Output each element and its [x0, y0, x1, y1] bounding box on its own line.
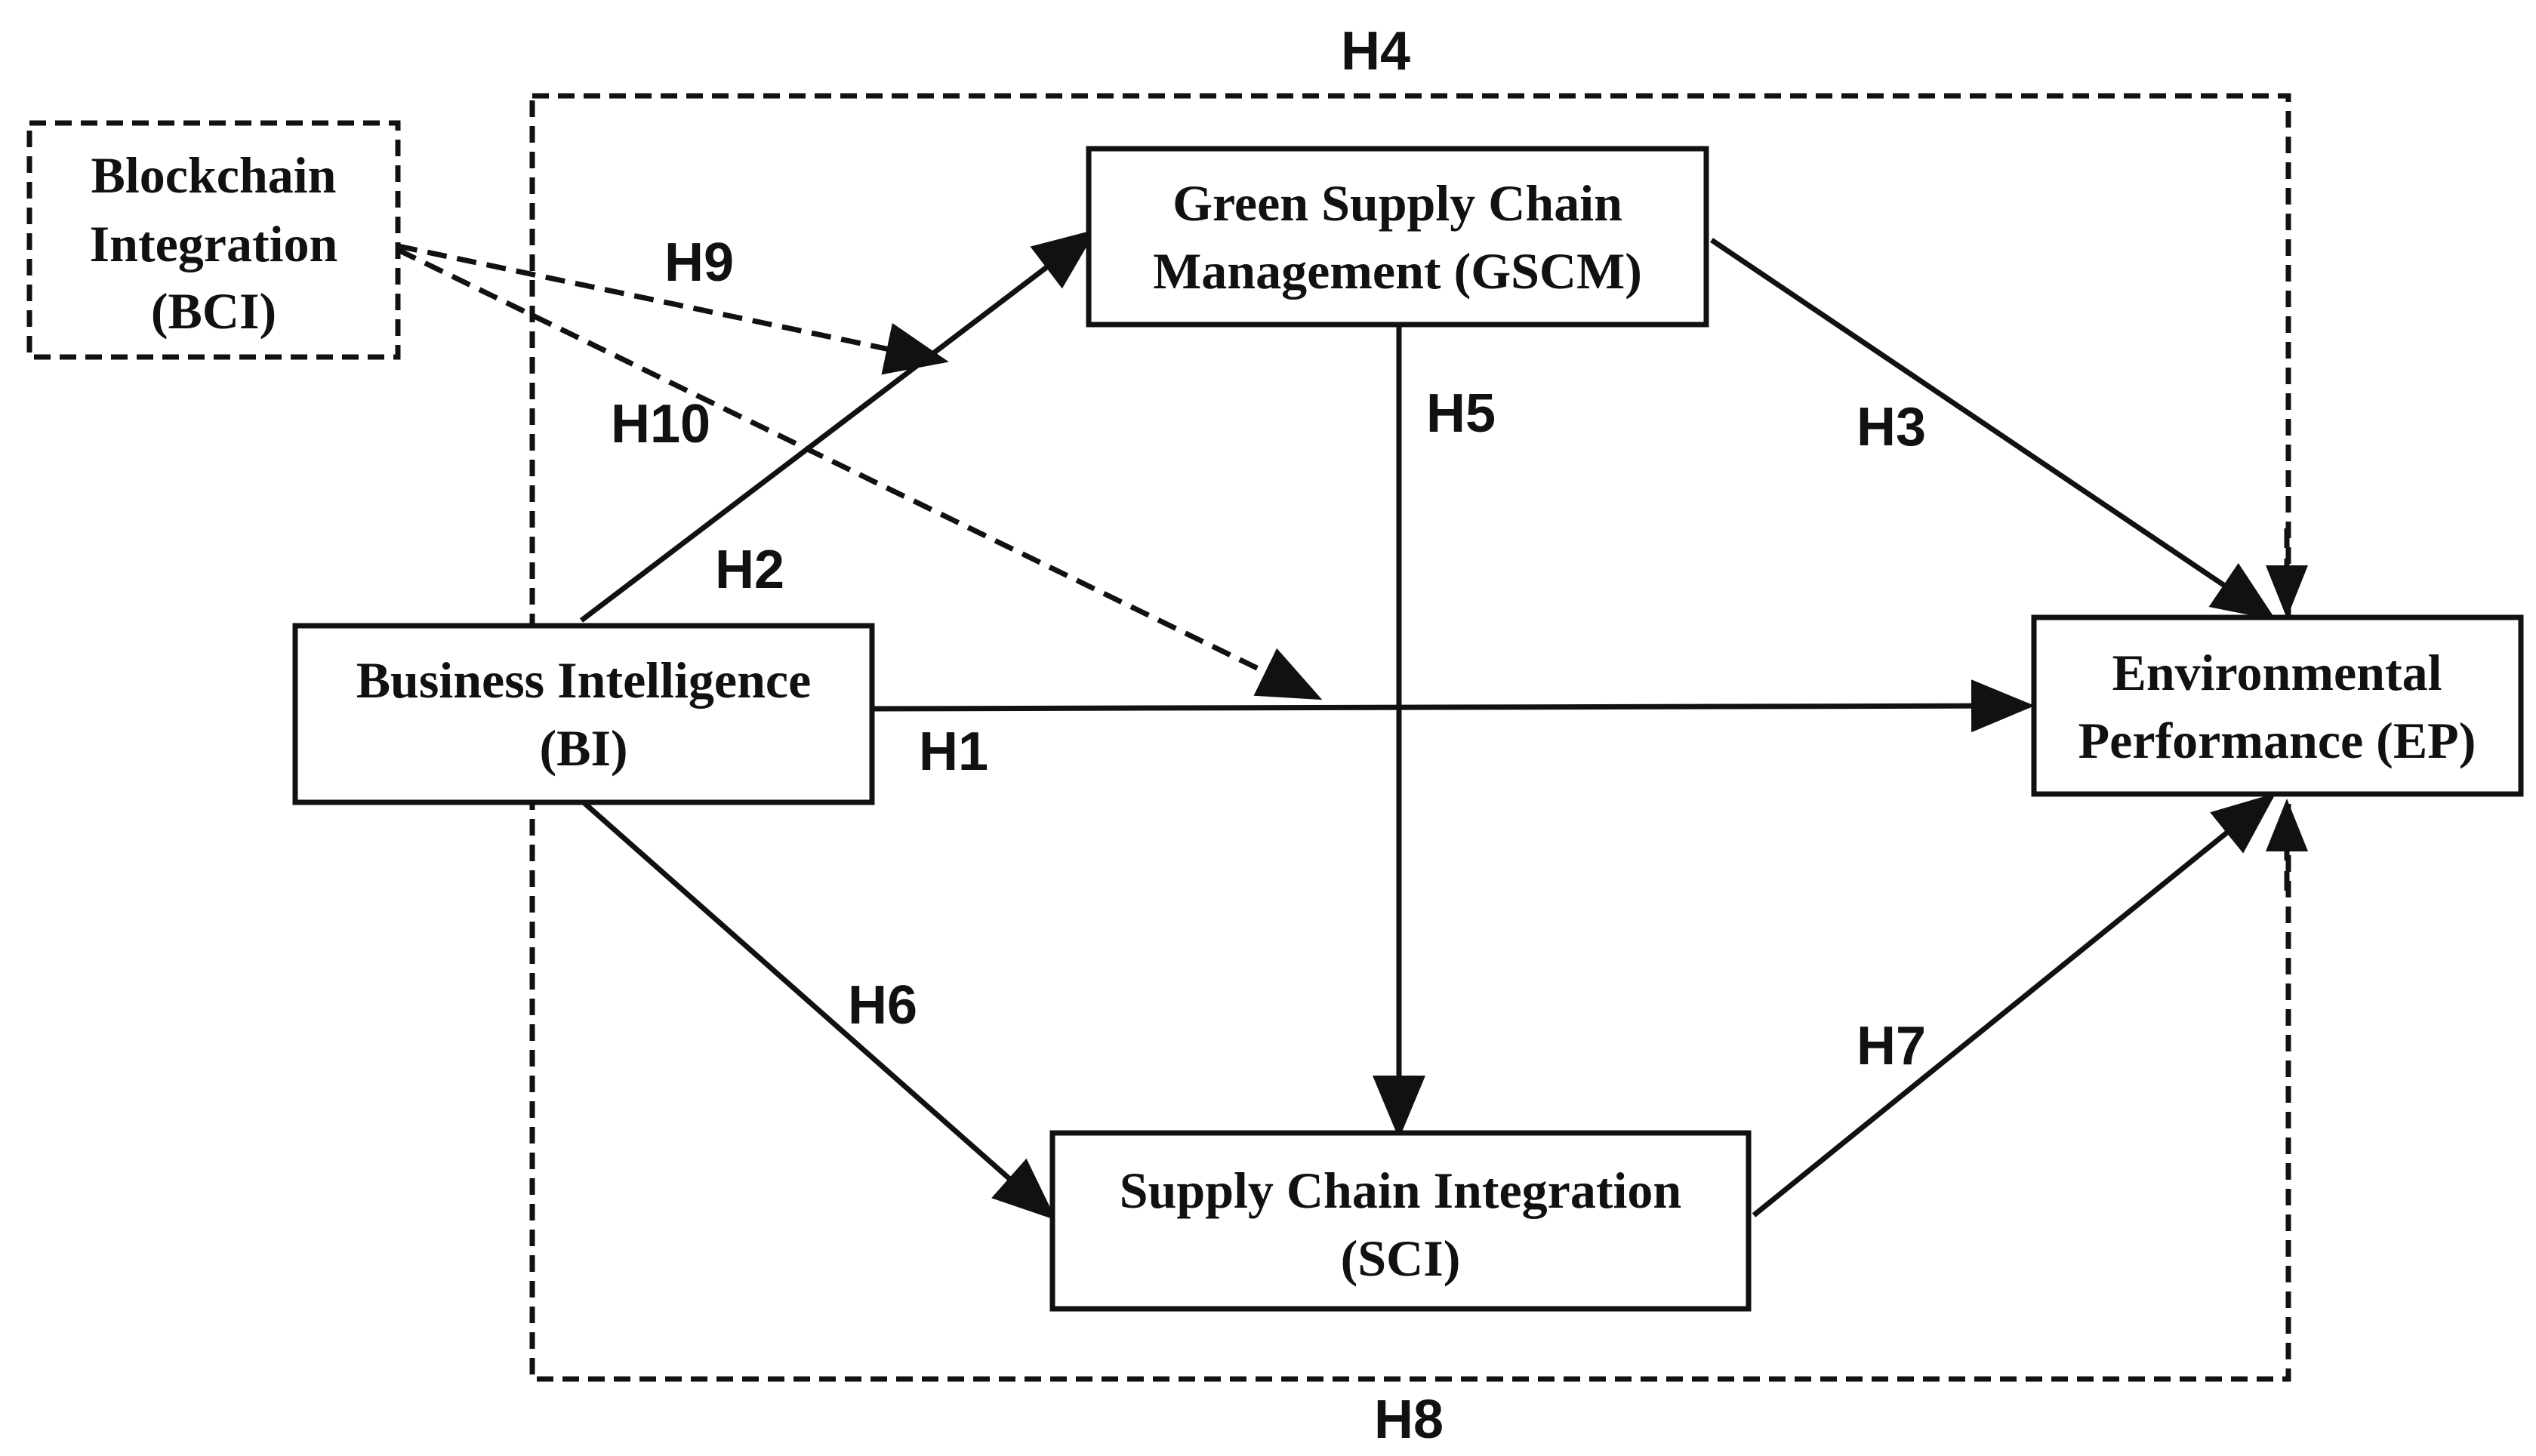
node-sci-line1: Supply Chain Integration [1120, 1162, 1681, 1219]
node-bi-line1: Business Intelligence [356, 651, 812, 709]
arrow-h1-bi-to-ep [871, 679, 2035, 733]
node-sci: Supply Chain Integration (SCI) [1049, 1130, 1752, 1312]
node-ep: Environmental Performance (EP) [2031, 614, 2524, 797]
label-h2: H2 [715, 540, 784, 600]
node-bci-line1: Blockchain [91, 146, 337, 204]
label-h1: H1 [919, 722, 988, 782]
label-h9: H9 [664, 232, 734, 293]
node-bci-line2: Integration [90, 215, 338, 272]
node-gscm-line1: Green Supply Chain [1172, 174, 1622, 232]
node-bci-line3: (BCI) [151, 282, 276, 340]
arrow-h10-bci-to-h1 [396, 247, 1323, 700]
node-ep-line1: Environmental [2112, 644, 2442, 701]
node-bi: Business Intelligence (BI) [292, 623, 875, 805]
label-h10: H10 [611, 394, 710, 454]
label-h6: H6 [848, 975, 917, 1036]
node-ep-line2: Performance (EP) [2078, 712, 2476, 769]
label-h5: H5 [1426, 383, 1496, 444]
label-h4: H4 [1341, 21, 1410, 82]
label-h7: H7 [1857, 1016, 1926, 1076]
node-bci: Blockchain Integration (BCI) [26, 120, 401, 360]
node-gscm: Green Supply Chain Management (GSCM) [1086, 146, 1709, 328]
arrow-h3-gscm-to-ep [1710, 238, 2276, 620]
node-sci-line2: (SCI) [1341, 1230, 1461, 1287]
arrow-h6-bi-to-sci [582, 801, 1057, 1221]
label-h8: H8 [1374, 1390, 1444, 1450]
arrow-h2-bi-to-gscm [579, 229, 1097, 623]
node-bi-line2: (BI) [539, 719, 627, 777]
label-h3: H3 [1857, 397, 1926, 457]
arrow-h7-sci-to-ep [1752, 793, 2276, 1217]
arrow-h9-bci-to-h2 [397, 243, 949, 375]
node-gscm-line2: Management (GSCM) [1153, 242, 1642, 300]
